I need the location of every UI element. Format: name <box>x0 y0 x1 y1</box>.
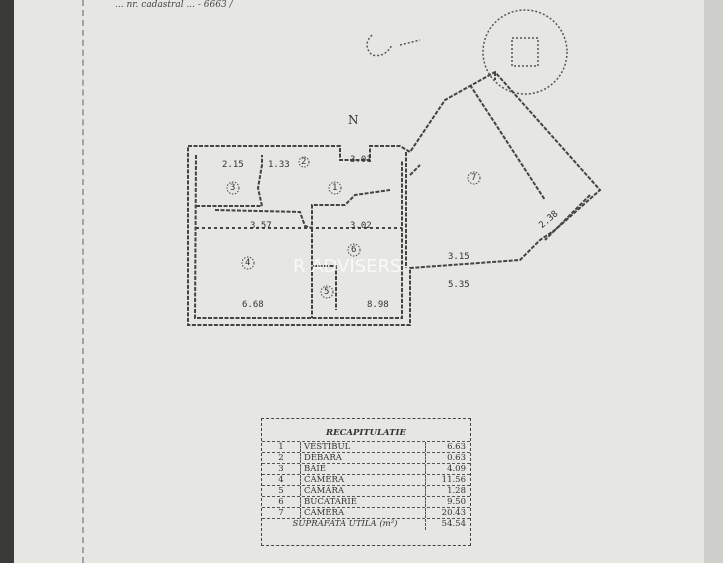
room-circle <box>298 156 310 168</box>
room-name: VESTIBUL <box>304 442 351 452</box>
room-name: BAIE <box>304 464 326 474</box>
outer-wall <box>187 70 602 326</box>
room-name: CAMERA <box>304 475 345 485</box>
room-number: 3 <box>230 183 236 193</box>
room-name: BUCATARIE <box>304 497 357 507</box>
room-name: CAMARA <box>304 486 345 496</box>
room-name: DEBARA <box>304 453 342 463</box>
dimension: 3.15 <box>448 252 470 262</box>
total-area: 54.54 <box>425 519 470 530</box>
wall-room7 <box>405 152 421 268</box>
room-name: CAMERA <box>304 508 345 518</box>
dimension: 6.68 <box>242 300 264 310</box>
room-circle <box>467 171 481 185</box>
dimension: 2.15 <box>222 160 244 170</box>
room-area: 20.43 <box>425 508 470 518</box>
room-number: 5 <box>324 287 330 297</box>
north-mark: N <box>348 113 359 127</box>
total-row: SUPRAFATA UTILA (m²) 54.54 <box>262 518 470 530</box>
table-title: RECAPITULATIE <box>326 428 406 438</box>
header-text: ... nr. cadastral ... - 6663 / <box>115 0 233 10</box>
room-number: 7 <box>471 173 477 183</box>
room-number: 6 <box>351 245 357 255</box>
room-area: 6.63 <box>425 442 470 452</box>
wall-corridor <box>214 189 391 230</box>
balcony-rail <box>469 72 591 241</box>
handwritten-mark <box>366 34 421 57</box>
room-circle <box>241 256 255 270</box>
stamp-coat-of-arms-icon <box>511 37 539 67</box>
room-number: 1 <box>332 183 338 193</box>
total-label: SUPRAFATA UTILA (m²) <box>292 519 398 529</box>
row-number: 5 <box>262 486 301 496</box>
stamp-circle <box>482 9 568 95</box>
watermark: R ADVISERS <box>293 256 402 277</box>
page-edge <box>704 0 723 563</box>
dimension: 5.35 <box>448 280 470 290</box>
wall-bath <box>196 155 264 207</box>
scanned-page <box>14 0 704 563</box>
dimension: 3.02 <box>350 221 372 231</box>
row-number: 6 <box>262 497 301 507</box>
room-area: 0.63 <box>425 453 470 463</box>
room-area: 1.28 <box>425 486 470 496</box>
room-circle <box>226 181 240 195</box>
room-number: 2 <box>301 157 307 167</box>
room-circle <box>320 285 334 299</box>
row-number: 1 <box>262 442 301 452</box>
row-number: 7 <box>262 508 301 518</box>
row-number: 2 <box>262 453 301 463</box>
room-area: 4.09 <box>425 464 470 474</box>
wall-kitchen <box>311 228 337 318</box>
dimension: 3.01 <box>350 155 372 165</box>
room-area: 11.56 <box>425 475 470 485</box>
room-circle <box>328 181 342 195</box>
row-number: 3 <box>262 464 301 474</box>
room-area: 9.50 <box>425 497 470 507</box>
room-circle <box>347 243 361 257</box>
dimension: 1.33 <box>268 160 290 170</box>
inner-wall <box>193 154 403 319</box>
margin-line <box>82 0 84 563</box>
dimension: 3.57 <box>250 221 272 231</box>
dimension: 8.98 <box>367 300 389 310</box>
row-number: 4 <box>262 475 301 485</box>
room-number: 4 <box>245 258 251 268</box>
